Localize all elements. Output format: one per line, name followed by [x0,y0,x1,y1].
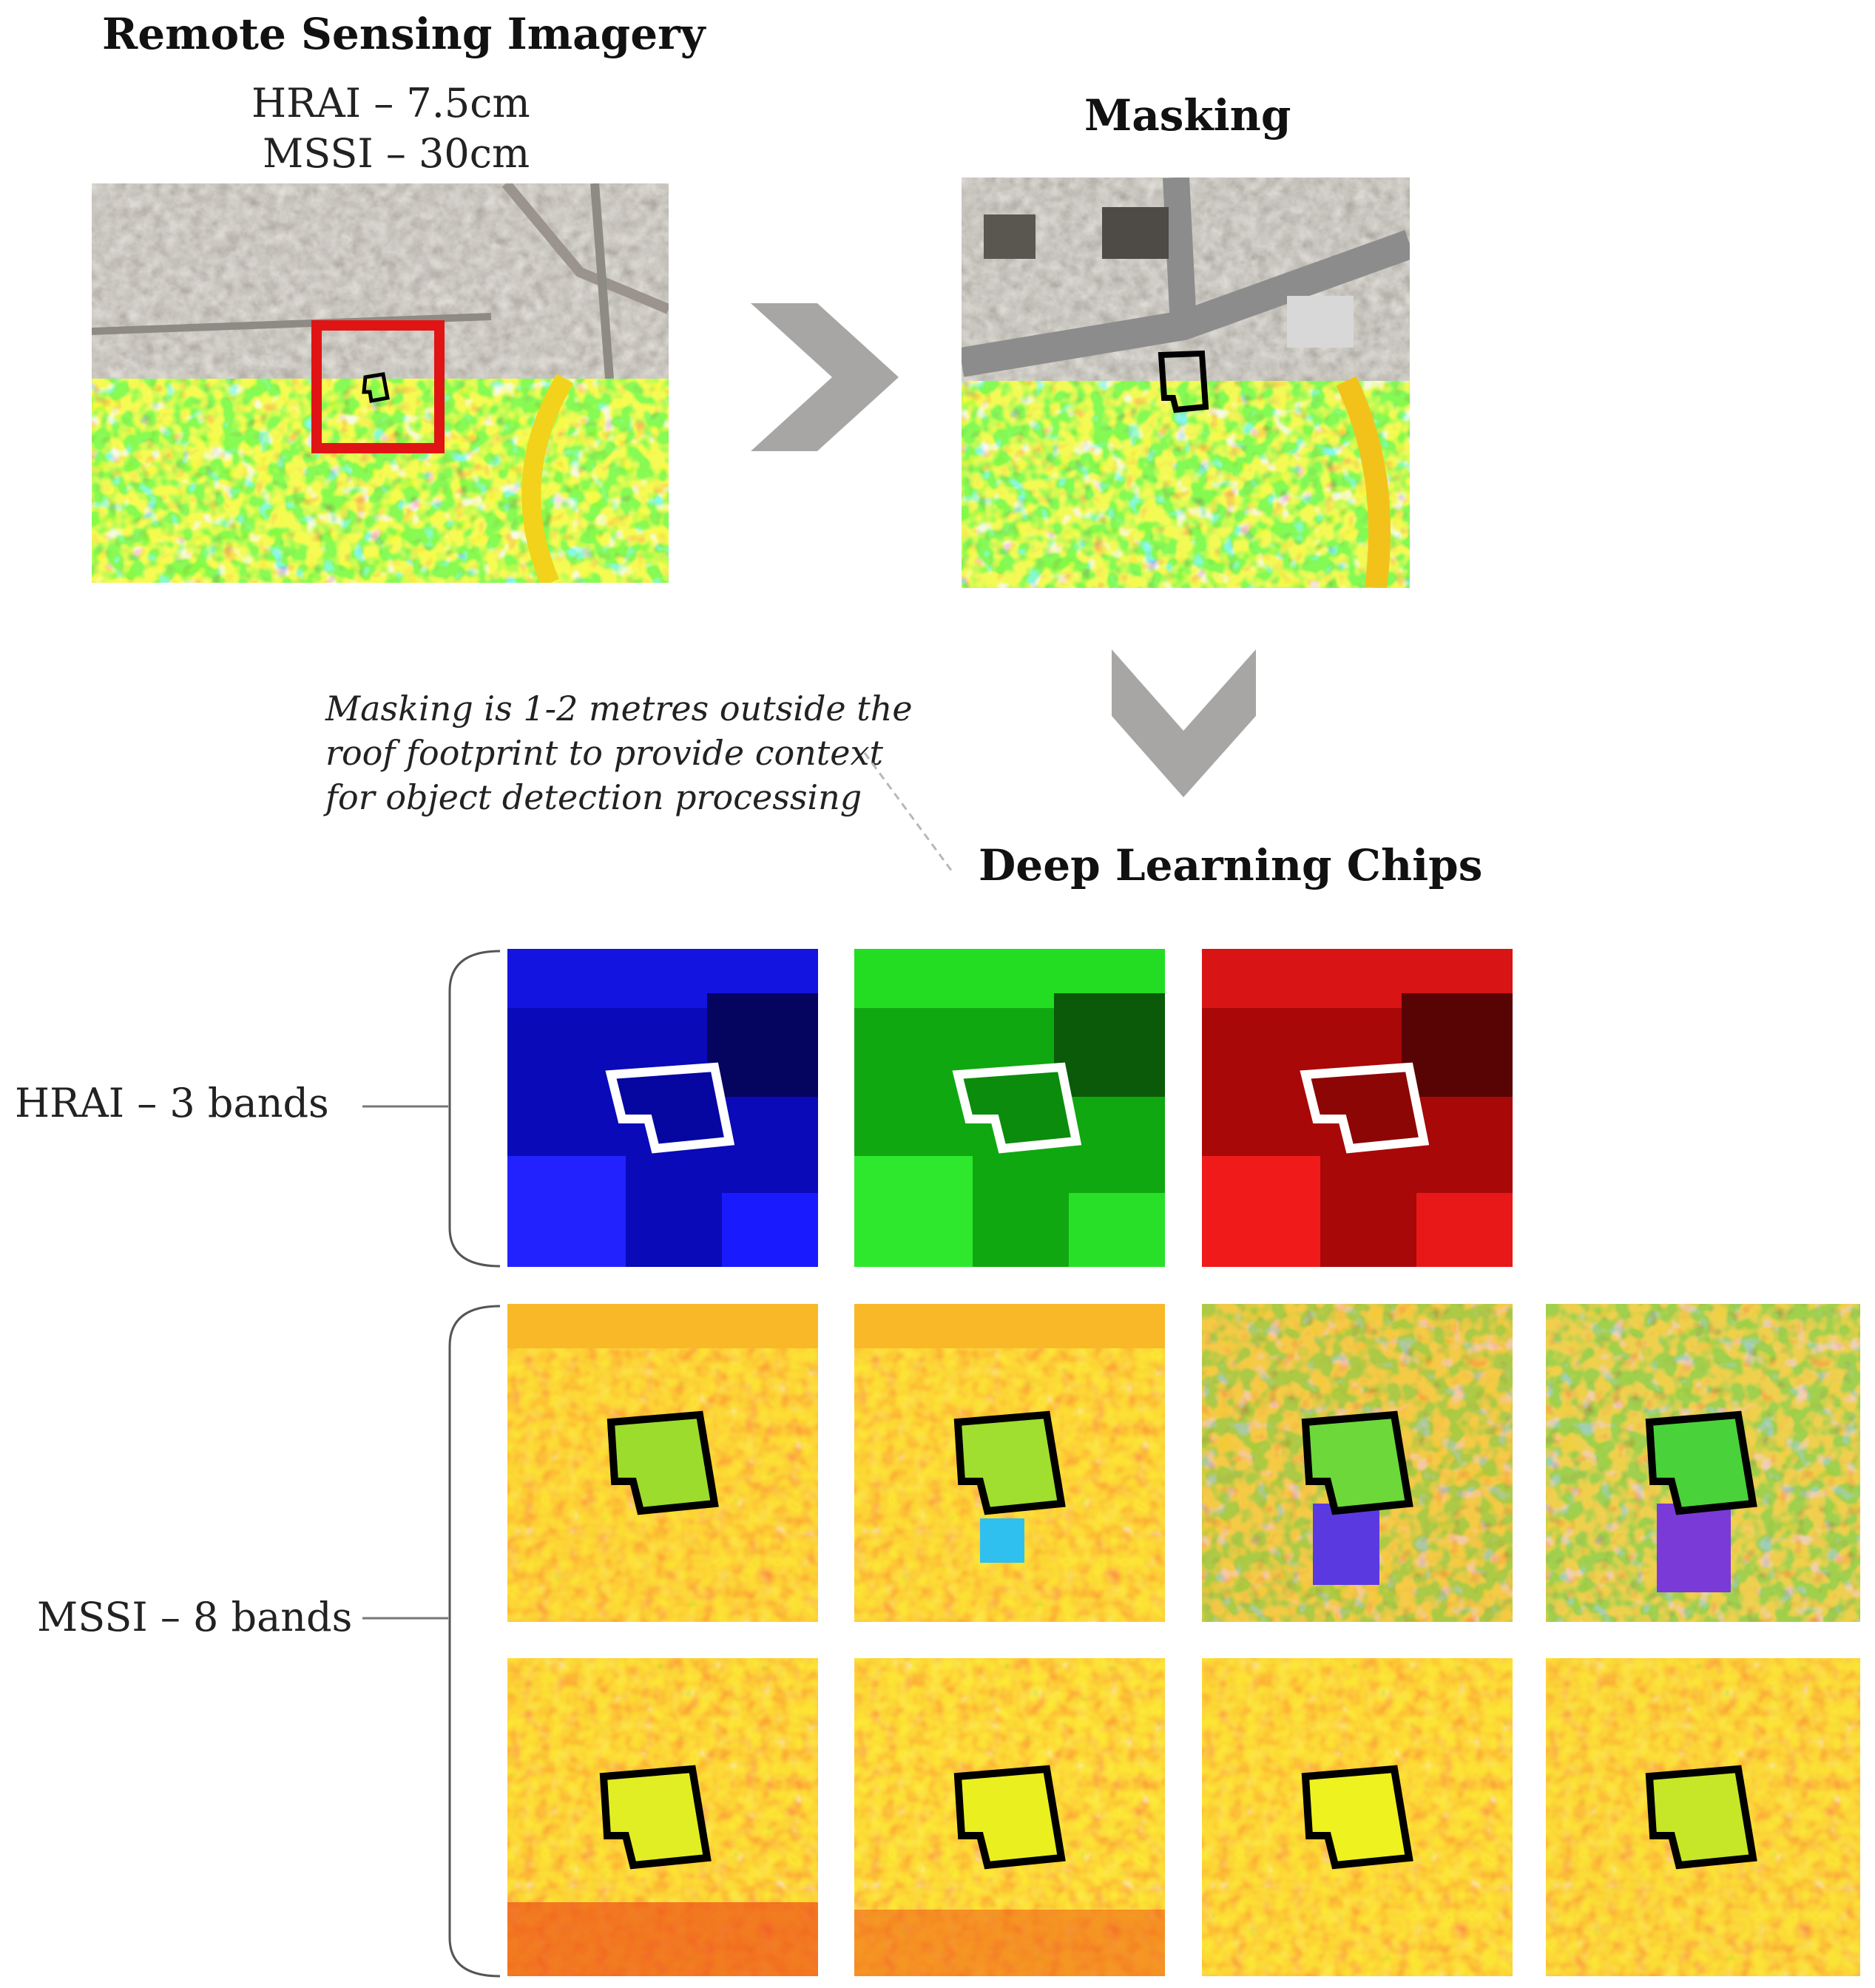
masking-note-line-3: for object detection processing [325,777,862,817]
mssi-chip-band-5 [507,1658,818,1976]
remote-sensing-image [92,183,669,583]
mssi-chip-band-8 [1546,1658,1860,1976]
hrai-chip-red [1202,949,1513,1267]
mssi-bracket [362,1305,501,1978]
masking-heading: Masking [1084,90,1291,141]
hrai-bands-label: HRAI – 3 bands [15,1080,329,1126]
mssi-footprint-3 [1301,1410,1413,1515]
hrai-bracket [362,950,501,1268]
masked-footprint-outline [1158,350,1209,413]
mssi-footprint-2 [953,1410,1066,1515]
deep-learning-heading: Deep Learning Chips [979,840,1483,890]
note-leader-line [863,752,953,872]
mssi-chip-band-6 [854,1658,1165,1976]
chevron-right-icon [751,303,899,451]
roof-footprint-outline [362,372,390,403]
mssi-footprint-5 [599,1765,712,1870]
hrai-resolution-label: HRAI – 7.5cm [251,80,530,126]
mssi-chip-band-2 [854,1304,1165,1622]
mssi-footprint-1 [607,1410,719,1515]
hrai-blue-footprint [605,1062,735,1154]
mssi-footprint-6 [953,1765,1066,1870]
remote-sensing-heading: Remote Sensing Imagery [102,9,706,59]
masking-note-line-1: Masking is 1-2 metres outside the [325,689,913,728]
mssi-resolution-label: MSSI – 30cm [263,130,530,177]
mssi-footprint-4 [1645,1410,1757,1515]
mssi-chip-band-3 [1202,1304,1513,1622]
mssi-footprint-7 [1301,1765,1413,1870]
zoom-highlight-box [311,320,445,453]
mssi-bands-label: MSSI – 8 bands [37,1594,353,1640]
chevron-down-icon [1112,649,1256,797]
masking-note-line-2: roof footprint to provide context [325,733,883,773]
mssi-chip-band-4 [1546,1304,1860,1622]
mssi-footprint-8 [1645,1765,1757,1870]
masking-image [962,178,1410,588]
mssi-chip-band-7 [1202,1658,1513,1976]
hrai-red-footprint [1300,1062,1430,1154]
hrai-chip-green [854,949,1165,1267]
hrai-chip-blue [507,949,818,1267]
hrai-green-footprint [952,1062,1082,1154]
masking-note: Masking is 1-2 metres outside the roof f… [325,686,913,819]
mssi-chip-band-1 [507,1304,818,1622]
